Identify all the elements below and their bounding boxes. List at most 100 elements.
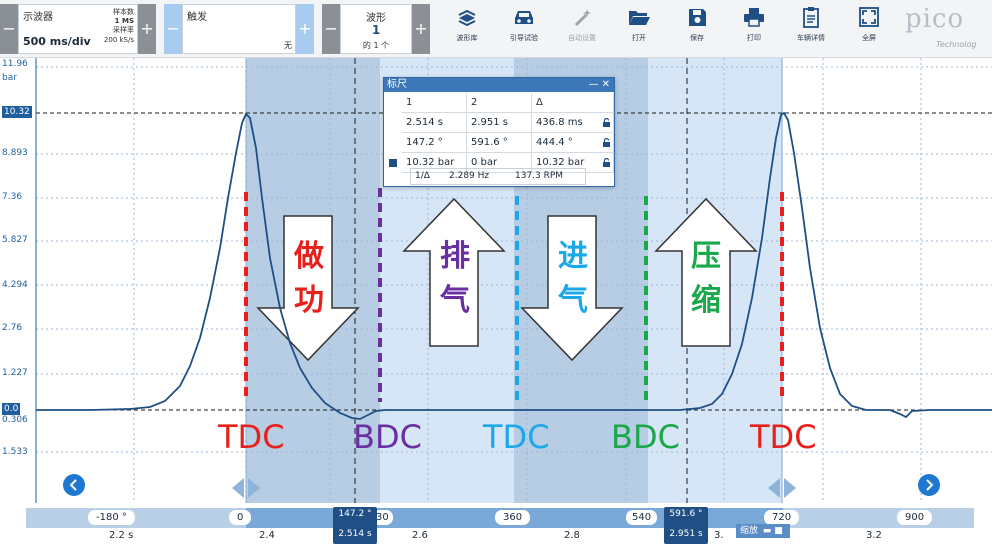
trigger-decrease-button[interactable]: − (164, 4, 182, 54)
timebase-decrease-button[interactable]: − (0, 4, 18, 54)
vehicle-details-button[interactable]: 车辆详情 (782, 6, 840, 54)
zoom-close-icon[interactable]: ✕ (740, 540, 748, 544)
timebase-increase-button[interactable]: + (138, 4, 156, 54)
waveform-of: 的 1 个 (362, 41, 390, 50)
lock-icon[interactable] (602, 158, 611, 167)
pressure-trace[interactable] (36, 111, 992, 420)
ruler-header: 1 (402, 93, 467, 113)
guided-test-button[interactable]: 引导试验 (495, 6, 553, 54)
frequency-value: 2.289 Hz (449, 171, 490, 181)
intake-char-1: 进 (558, 239, 588, 274)
compression-up-arrow (654, 197, 758, 347)
x-deg-label: 540 (626, 510, 658, 525)
samples-label: 样本数 (113, 8, 134, 16)
x-time-label: 2.6 (412, 530, 428, 541)
x-deg-label: 30 (372, 510, 393, 525)
zoom-minimize-icon[interactable]: ▬ (762, 526, 772, 536)
x-time-label: 2.4 (259, 530, 275, 541)
y-label-ruler[interactable]: 10.32 (2, 106, 32, 118)
ruler-cell: 436.8 ms (532, 113, 614, 133)
toolbar: − 示波器 500 ms/div 样本数 1 MS 采样率 200 kS/s +… (0, 0, 992, 58)
x-axis-area[interactable]: -180 ° 0 30 360 540 720 900 2.2 s 2.4 2.… (0, 503, 992, 544)
y-label-zero[interactable]: 0.0 (2, 403, 21, 415)
x-deg-label: 900 (897, 510, 933, 525)
folder-open-icon (629, 11, 650, 25)
tool-label: 打印 (747, 34, 761, 42)
ruler-row-time: 2.514 s 2.951 s 436.8 ms (384, 113, 614, 133)
open-button[interactable]: 打开 (610, 6, 668, 54)
scroll-right-button[interactable] (918, 474, 940, 496)
tool-label: 打开 (632, 34, 646, 42)
tool-label: 保存 (690, 34, 704, 42)
clipboard-icon (803, 7, 819, 28)
zoom-overview-widget[interactable]: 缩放 ▬ ■ ✕ (736, 524, 790, 544)
ruler-cell: 591.6 ° (467, 133, 532, 153)
x-deg-label: -180 ° (88, 510, 135, 525)
ruler-header: 2 (467, 93, 532, 113)
ruler-panel-header[interactable]: 标尺 — ✕ (384, 78, 614, 92)
time-cursor-2-tag[interactable]: 591.6 ° 2.951 s (664, 507, 708, 544)
x-deg-label: 0 (229, 510, 252, 525)
chevron-right-icon (926, 479, 934, 491)
y-label: 5.827 (2, 235, 28, 245)
channel-color-swatch (389, 159, 397, 167)
ruler-cell: 10.32 bar (532, 153, 614, 173)
lock-icon[interactable] (602, 118, 611, 127)
waveform-prev-button[interactable]: − (322, 4, 340, 54)
y-label: 7.36 (2, 192, 23, 202)
exhaust-up-arrow (402, 197, 506, 347)
car-icon (515, 11, 533, 24)
ruler-row-angle: 147.2 ° 591.6 ° 444.4 ° (384, 133, 614, 153)
auto-setup-button[interactable]: 自动设置 (553, 6, 611, 54)
y-label: 11.96 (2, 59, 28, 69)
x-time-label: 2.2 s (109, 530, 134, 541)
grid-vertical (133, 58, 922, 503)
chevron-left-icon (69, 479, 77, 491)
pico-logo-subtitle: Technolog (936, 40, 977, 49)
rotary-marker-left[interactable] (228, 476, 264, 504)
save-icon (689, 9, 706, 26)
fullscreen-button[interactable]: 全屏 (840, 6, 898, 54)
timebase-group: − 示波器 500 ms/div 样本数 1 MS 采样率 200 kS/s + (0, 4, 156, 54)
y-label: 1.227 (2, 368, 28, 378)
double-arrow-icon (232, 478, 260, 498)
double-arrow-icon (768, 478, 796, 498)
trigger-increase-button[interactable]: + (296, 4, 314, 54)
exhaust-char-2: 气 (440, 283, 470, 318)
bdc-label-2: BDC (611, 418, 680, 456)
x-time-label: 3.2 (866, 530, 882, 541)
ruler-cell: 0 bar (467, 153, 532, 173)
rotary-marker-right[interactable] (764, 476, 800, 504)
lock-icon[interactable] (602, 138, 611, 147)
zoom-maximize-icon[interactable]: ■ (774, 526, 783, 536)
waveform-next-button[interactable]: + (412, 4, 430, 54)
ruler-title: 标尺 (387, 79, 407, 90)
rate-value: 200 kS/s (103, 36, 134, 44)
waveform-box: 波形 1 的 1 个 (340, 4, 412, 54)
tdc-label-3: TDC (750, 418, 817, 456)
ruler-panel[interactable]: 标尺 — ✕ 1 2 Δ 2.514 s 2.951 s 436.8 ms 14… (383, 77, 615, 187)
ruler-cell: 147.2 ° (402, 133, 467, 153)
ruler-cell: 444.4 ° (532, 133, 614, 153)
compression-char-1: 压 (691, 239, 721, 274)
time-cursor-1-tag[interactable]: 147.2 ° 2.514 s (333, 507, 377, 544)
save-button[interactable]: 保存 (668, 6, 726, 54)
scroll-left-button[interactable] (63, 474, 85, 496)
magic-wand-icon (574, 9, 591, 27)
timebase-box[interactable]: 示波器 500 ms/div 样本数 1 MS 采样率 200 kS/s (18, 4, 138, 54)
exhaust-char-1: 排 (440, 239, 470, 274)
y-label: 8.893 (2, 148, 28, 158)
waveform-value: 1 (371, 23, 381, 37)
waveform-group: − 波形 1 的 1 个 + (322, 4, 430, 54)
ruler-window-controls[interactable]: — ✕ (588, 79, 610, 90)
tool-label: 全屏 (862, 34, 876, 42)
print-button[interactable]: 打印 (725, 6, 783, 54)
waveform-library-button[interactable]: 波形库 (438, 6, 496, 54)
ruler-frequency-row: 1/Δ 2.289 Hz 137.3 RPM (410, 168, 586, 185)
y-label: 1.533 (2, 447, 28, 457)
x-deg-label: 360 (495, 510, 531, 525)
trigger-box[interactable]: 触发 无 (182, 4, 296, 54)
ruler-cell: 10.32 bar (402, 153, 467, 173)
power-char-1: 做 (294, 239, 324, 274)
